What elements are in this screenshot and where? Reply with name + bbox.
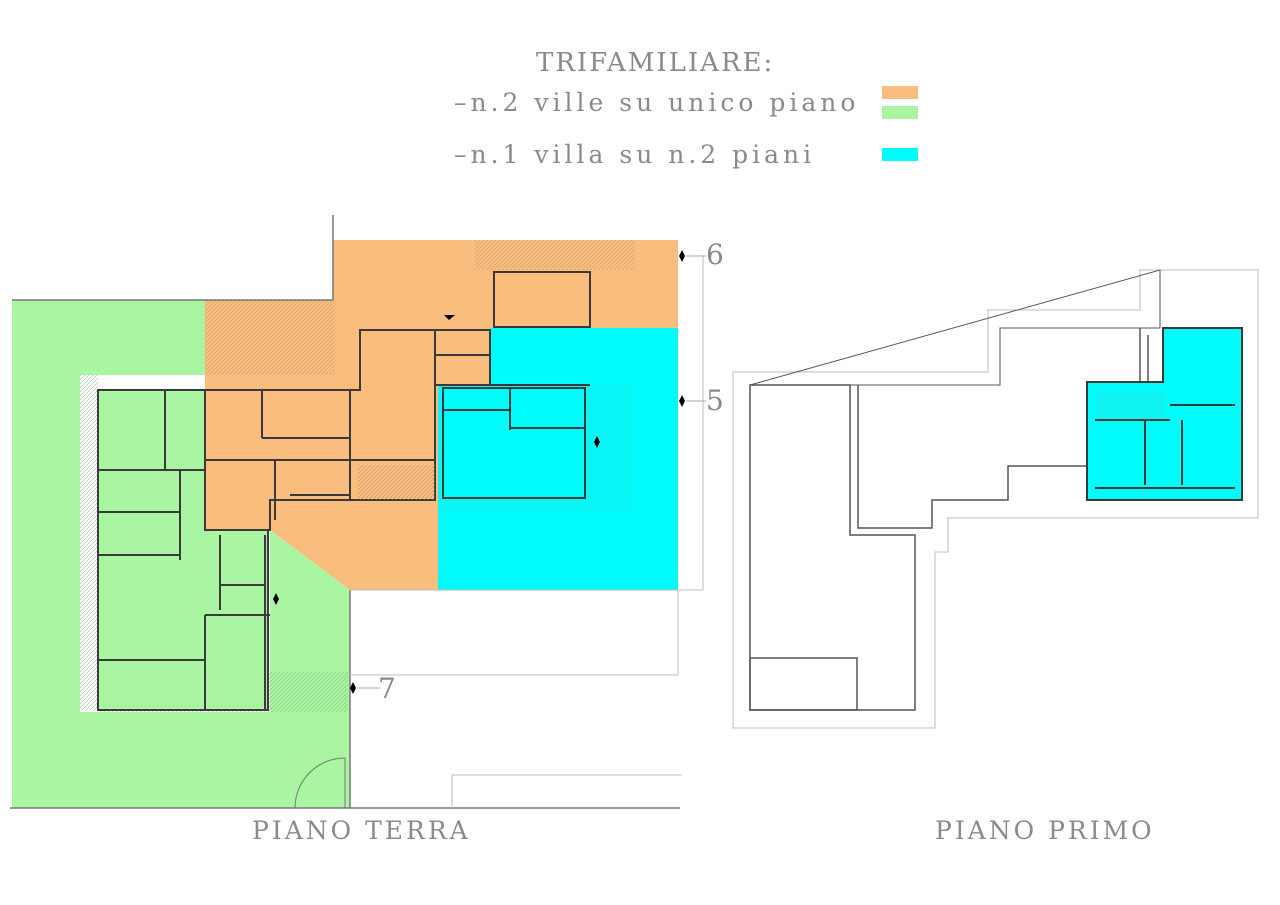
section-marker-5-icon bbox=[679, 395, 685, 407]
orange-porch bbox=[358, 465, 435, 500]
section-mark-7: 7 bbox=[378, 672, 396, 705]
first-floor-label: PIANO PRIMO bbox=[935, 816, 1155, 845]
green-garden-area bbox=[12, 300, 205, 808]
green-terrace-left bbox=[80, 375, 98, 710]
section-mark-6: 6 bbox=[706, 238, 724, 271]
orange-terrace-top bbox=[475, 240, 635, 270]
legend-swatch-orange bbox=[882, 86, 918, 99]
green-lower-garden bbox=[80, 712, 350, 808]
section-marker-6-icon bbox=[679, 250, 685, 262]
first-floor-plan bbox=[732, 269, 1259, 729]
section-marker-7-icon bbox=[350, 682, 356, 694]
cyan-villa-house bbox=[442, 387, 586, 499]
first-floor-terrace-outline bbox=[732, 269, 1259, 729]
ground-floor-label: PIANO TERRA bbox=[252, 816, 471, 845]
legend-swatch-green bbox=[882, 106, 918, 119]
north-arrow-icon bbox=[444, 315, 455, 320]
green-side-strip bbox=[270, 530, 350, 712]
legend-item-single-floor-villas: –n.2 ville su unico piano bbox=[454, 88, 860, 117]
legend-title: TRIFAMILIARE: bbox=[536, 48, 775, 78]
orange-upper-room bbox=[493, 271, 591, 328]
orange-terrace bbox=[205, 300, 335, 375]
ground-floor-plan bbox=[10, 215, 706, 809]
legend-item-two-floor-villa: –n.1 villa su n.2 piani bbox=[454, 140, 816, 169]
first-floor-roof-outline bbox=[749, 269, 1161, 386]
section-mark-5: 5 bbox=[706, 384, 724, 417]
legend-swatch-cyan bbox=[882, 148, 918, 161]
